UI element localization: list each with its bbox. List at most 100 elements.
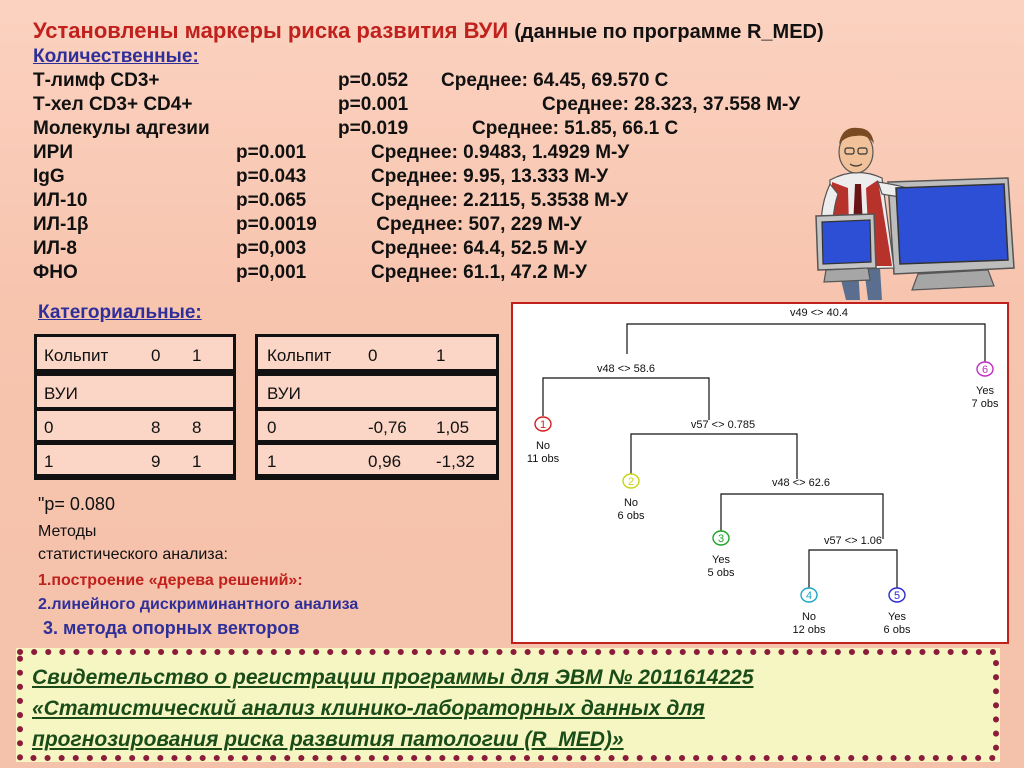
leaf-id: 5: [894, 590, 900, 602]
split-label-root: v49 <> 40.4: [790, 307, 848, 319]
table-row: 0 -0,76 1,05: [258, 411, 496, 440]
table-cell: 0,96: [368, 452, 402, 471]
methods-label-2: статистического анализа:: [38, 546, 228, 563]
table-cell: ВУИ: [267, 384, 301, 403]
split-label-v48-626: v48 <> 62.6: [772, 477, 830, 489]
marker-p-value: p=0.065: [236, 190, 307, 211]
table-cell: 1: [44, 452, 54, 471]
marker-mean: Среднее: 64.45, 69.570 С: [441, 70, 669, 91]
table-cell: 1: [192, 452, 202, 471]
table-cell: 9: [151, 452, 161, 471]
leaf-marker: [534, 416, 552, 432]
leaf-marker: [800, 587, 818, 603]
marker-mean: Среднее: 9.95, 13.333 М-У: [371, 166, 609, 187]
p-value-note: "p= 0.080: [38, 494, 115, 514]
table-cell: Кольпит: [267, 346, 332, 365]
table-cell: 0: [267, 418, 277, 437]
marker-p-value: p=0.001: [338, 94, 409, 115]
registration-text: Свидетельство о регистрации программы дл…: [32, 662, 992, 755]
leaf-class: No: [624, 497, 638, 509]
leaf-class: Yes: [976, 385, 994, 397]
marker-p-value: p=0.001: [236, 142, 307, 163]
marker-name: ИЛ-10: [33, 190, 88, 211]
table-row: ВУИ: [258, 376, 496, 407]
leaf-obs: 6 obs: [884, 624, 911, 636]
marker-name: Т-хел CD3+ CD4+: [33, 94, 193, 115]
table-row: 1 0,96 -1,32: [258, 445, 496, 474]
quantitative-heading: Количественные:: [33, 46, 199, 67]
method-lda: 2.линейного дискриминантного анализа: [38, 596, 359, 613]
leaf-class: No: [802, 611, 816, 623]
marker-name: ИРИ: [33, 142, 73, 163]
marker-p-value: p=0,003: [236, 238, 307, 259]
leaf-marker: [888, 587, 906, 603]
table-cell: 1: [436, 346, 446, 365]
leaf-marker: [712, 530, 730, 546]
registration-banner: Свидетельство о регистрации программы дл…: [16, 648, 1000, 762]
marker-mean: Среднее: 61.1, 47.2 М-У: [371, 262, 587, 283]
registration-line-1: Свидетельство о регистрации программы дл…: [32, 666, 754, 689]
tree-leaf-5: 5 Yes 6 obs: [884, 587, 911, 636]
table-cell: 0: [44, 418, 54, 437]
split-label-v57-0785: v57 <> 0.785: [691, 419, 755, 431]
title-main: Установлены маркеры риска развития ВУИ: [33, 18, 509, 43]
tree-leaf-1: 1 No 11 obs: [527, 416, 560, 465]
table-cell: -1,32: [436, 452, 475, 471]
banner-dotted-border: [17, 649, 999, 761]
leaf-obs: 12 obs: [792, 624, 826, 636]
categorical-heading: Категориальные:: [38, 302, 202, 323]
tree-leaf-2: 2 No 6 obs: [618, 473, 645, 522]
contingency-table-counts: Кольпит 0 1 ВУИ 0 8 8 1 9 1: [34, 334, 236, 480]
leaf-marker: [976, 361, 994, 377]
marker-name: ИЛ-1β: [33, 214, 89, 235]
registration-line-3: прогнозирования риска развития патологии…: [32, 728, 624, 751]
leaf-class: Yes: [888, 611, 906, 623]
table-cell: 0: [151, 346, 161, 365]
tree-leaf-4: 4 No 12 obs: [792, 587, 826, 636]
marker-mean: Среднее: 51.85, 66.1 С: [472, 118, 679, 139]
page-title: Установлены маркеры риска развития ВУИ (…: [33, 18, 824, 44]
leaf-id: 3: [718, 533, 724, 545]
table-row: Кольпит 0 1: [37, 337, 233, 369]
leaf-class: Yes: [712, 554, 730, 566]
marker-mean: Среднее: 64.4, 52.5 М-У: [371, 238, 587, 259]
table-cell: Кольпит: [44, 346, 109, 365]
split-label-v57-106: v57 <> 1.06: [824, 535, 882, 547]
table-row: 1 9 1: [37, 445, 233, 474]
split-label-v48-58: v48 <> 58.6: [597, 363, 655, 375]
marker-p-value: p=0.052: [338, 70, 409, 91]
leaf-obs: 6 obs: [618, 510, 645, 522]
table-row: 0 8 8: [37, 411, 233, 440]
tree-leaf-6: 6 Yes 7 obs: [972, 361, 999, 410]
leaf-id: 4: [806, 590, 812, 602]
table-cell: 1: [267, 452, 277, 471]
table-cell: 1: [192, 346, 202, 365]
leaf-obs: 7 obs: [972, 398, 999, 410]
man-with-computer-illustration: [815, 127, 1015, 300]
tree-edges: [542, 323, 986, 588]
marker-p-value: p=0.0019: [236, 214, 317, 235]
marker-p-value: p=0.043: [236, 166, 307, 187]
marker-name: ФНО: [33, 262, 78, 283]
decision-tree: v49 <> 40.4 v48 <> 58.6 v57 <> 0.785 v48…: [527, 307, 999, 636]
table-cell: -0,76: [368, 418, 407, 437]
leaf-id: 1: [540, 419, 546, 431]
leaf-id: 2: [628, 476, 634, 488]
marker-name: Т-лимф CD3+: [33, 70, 160, 91]
table-cell: 1,05: [436, 418, 470, 437]
registration-line-2: «Статистический анализ клинико-лаборатор…: [32, 697, 705, 720]
leaf-marker: [622, 473, 640, 489]
marker-p-value: p=0.019: [338, 118, 409, 139]
marker-mean: Среднее: 28.323, 37.558 М-У: [542, 94, 801, 115]
table-cell: 8: [151, 418, 161, 437]
tree-leaf-3: 3 Yes 5 obs: [708, 530, 735, 579]
marker-name: ИЛ-8: [33, 238, 77, 259]
leaf-class: No: [536, 440, 550, 452]
marker-name: Молекулы адгезии: [33, 118, 210, 139]
leaf-id: 6: [982, 364, 988, 376]
table-cell: 0: [368, 346, 378, 365]
method-decision-tree: 1.построение «дерева решений»:: [38, 572, 303, 589]
table-row: Кольпит 0 1: [258, 337, 496, 369]
title-sub: (данные по программе R_MED): [514, 21, 824, 43]
